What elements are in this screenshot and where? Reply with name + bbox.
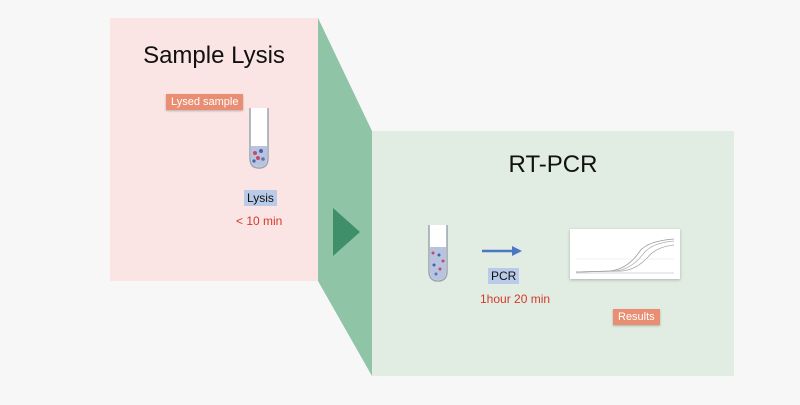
sample-lysis-title: Sample Lysis — [143, 42, 285, 69]
flow-arrow-icon — [482, 246, 522, 256]
pcr-step-label: PCR — [488, 268, 520, 284]
results-tag: Results — [613, 309, 660, 325]
lysis-step-label: Lysis — [244, 190, 277, 206]
lysis-tube-icon — [249, 108, 269, 169]
sample-lysis-panel: Sample Lysis Lysed sample — [110, 18, 318, 281]
amplification-curves-icon — [575, 238, 675, 274]
right-arrow-icon — [333, 208, 360, 256]
results-plot-card — [570, 229, 680, 279]
lysed-sample-tag: Lysed sample — [166, 94, 244, 110]
lysis-duration: < 10 min — [236, 214, 283, 228]
connector-band — [318, 18, 372, 376]
rt-pcr-title: RT-PCR — [508, 151, 598, 178]
pcr-duration: 1hour 20 min — [480, 292, 551, 306]
pcr-tube-icon — [428, 225, 448, 282]
